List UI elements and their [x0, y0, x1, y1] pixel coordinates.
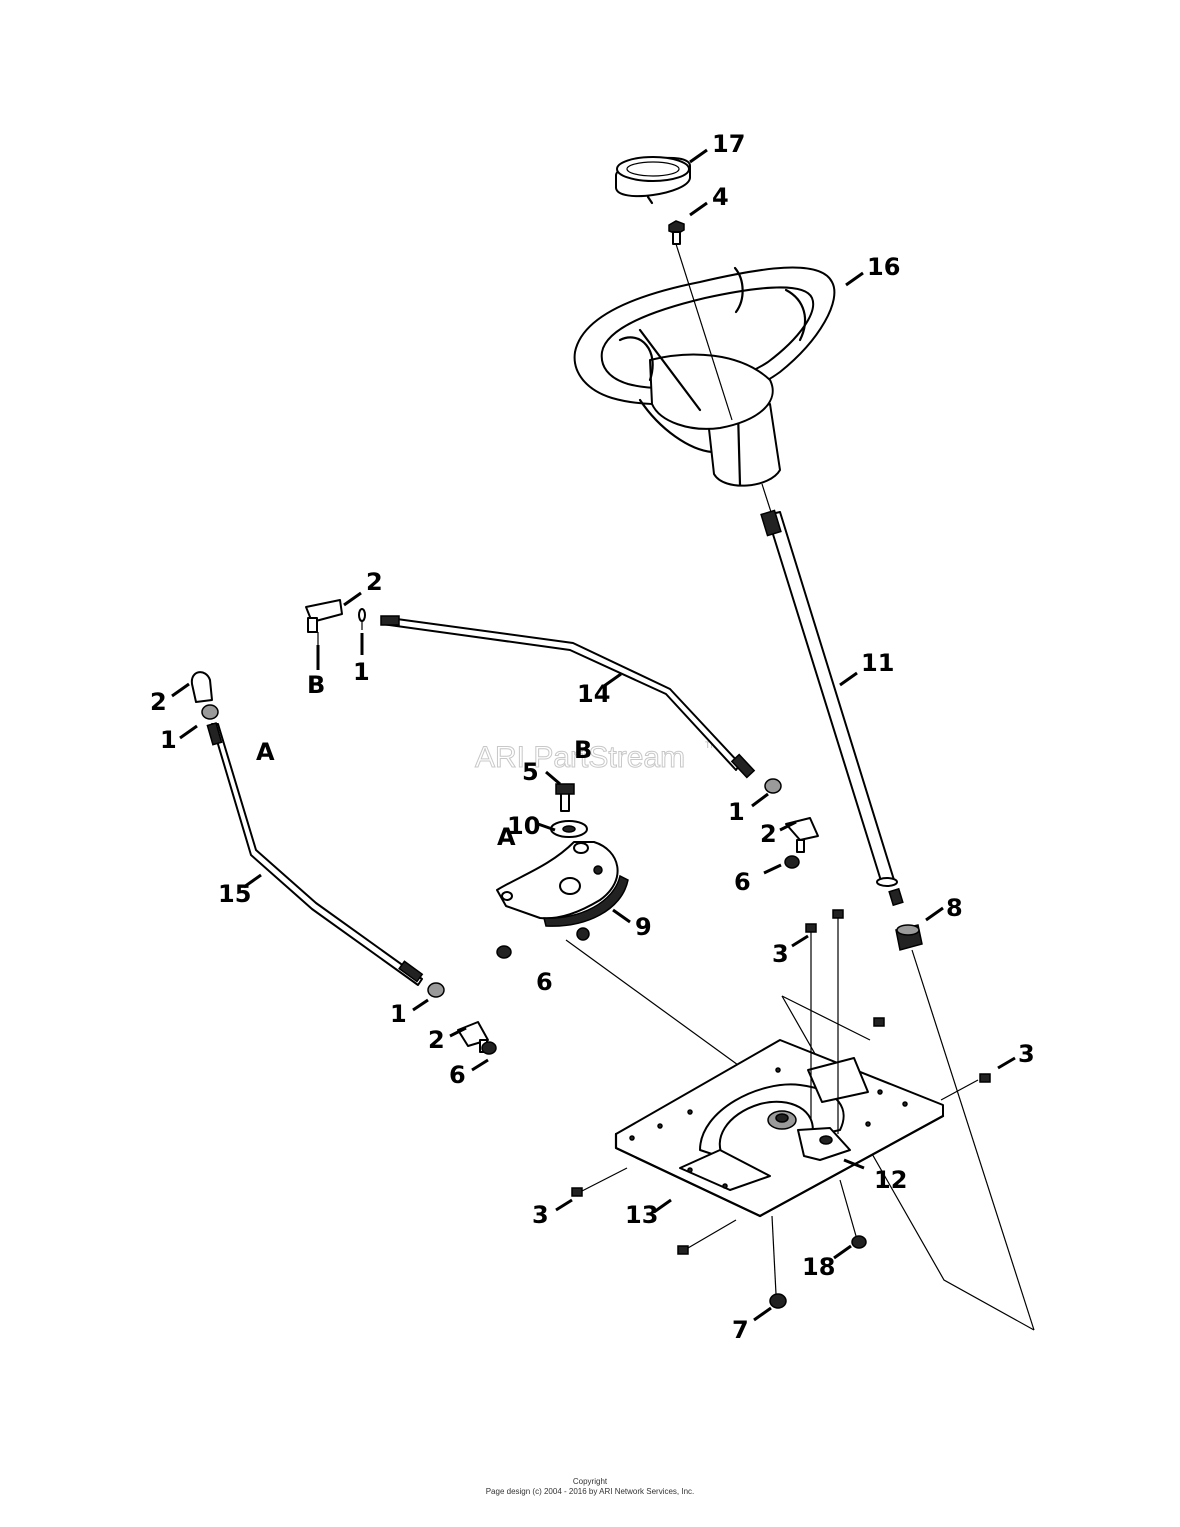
- callout-9: 9: [635, 913, 652, 941]
- callout-1-left: 1: [160, 726, 177, 754]
- callout-b-center: B: [574, 736, 592, 764]
- callout-6-center: 6: [536, 968, 553, 996]
- callout-3-top: 3: [772, 940, 789, 968]
- callout-6-lower: 6: [449, 1061, 466, 1089]
- steering-cap-part: [615, 156, 691, 205]
- callout-12: 12: [874, 1166, 907, 1194]
- callout-10: 10: [507, 812, 540, 840]
- drag-link-15-part: [206, 722, 424, 986]
- callout-a-left: A: [256, 738, 275, 766]
- callout-5: 5: [522, 758, 539, 786]
- ball-joint-b-top-part: [305, 599, 366, 633]
- watermark-text: ARI PartStream: [475, 741, 685, 774]
- callout-2-lower: 2: [428, 1026, 445, 1054]
- callout-a-center: A: [497, 823, 516, 851]
- callout-3-left: 3: [532, 1201, 549, 1229]
- bolt-4-part: [668, 220, 685, 245]
- callout-18: 18: [802, 1253, 835, 1281]
- callout-1-upper: 1: [353, 658, 370, 686]
- callout-17: 17: [712, 130, 745, 158]
- callout-13: 13: [625, 1201, 658, 1229]
- callout-4: 4: [712, 183, 729, 211]
- steering-wheel-part: [573, 266, 836, 487]
- callout-b-upper: B: [307, 671, 325, 699]
- callout-7: 7: [732, 1316, 749, 1344]
- callout-2-right: 2: [760, 820, 777, 848]
- callout-14: 14: [577, 680, 610, 708]
- steering-shaft-part: [760, 509, 904, 907]
- callout-labels: 17 4 16 11 14 2 1 B 2 1 A 15 5 B 10 A 9 …: [150, 130, 1035, 1344]
- callout-15: 15: [218, 880, 251, 908]
- footer-copyright: Copyright: [572, 1477, 608, 1486]
- callout-leaders: [171, 148, 1016, 1322]
- ball-joint-a-top-part: [190, 671, 219, 720]
- footer-page-design: Page design (c) 2004 - 2016 by ARI Netwo…: [485, 1487, 695, 1496]
- support-plate-part: [614, 1039, 945, 1218]
- plate-hardware: [571, 909, 991, 1309]
- callout-11: 11: [861, 649, 894, 677]
- callout-6-right: 6: [734, 868, 751, 896]
- copyright-footer: Copyright Page design (c) 2004 - 2016 by…: [0, 1477, 1180, 1497]
- callout-16: 16: [867, 253, 900, 281]
- callout-2-upper: 2: [366, 568, 383, 596]
- callout-8: 8: [946, 894, 963, 922]
- sector-gear-part: [496, 783, 629, 927]
- watermark-trademark: TM: [705, 740, 718, 750]
- callout-3-right: 3: [1018, 1040, 1035, 1068]
- callout-2-left: 2: [150, 688, 167, 716]
- pinion-gear-part: [895, 924, 923, 951]
- drag-link-14-part: [380, 615, 756, 779]
- nut-9-part: [576, 927, 590, 941]
- callout-1-right: 1: [728, 798, 745, 826]
- nut-6-center-part: [496, 945, 512, 959]
- callout-1-lower: 1: [390, 1000, 407, 1028]
